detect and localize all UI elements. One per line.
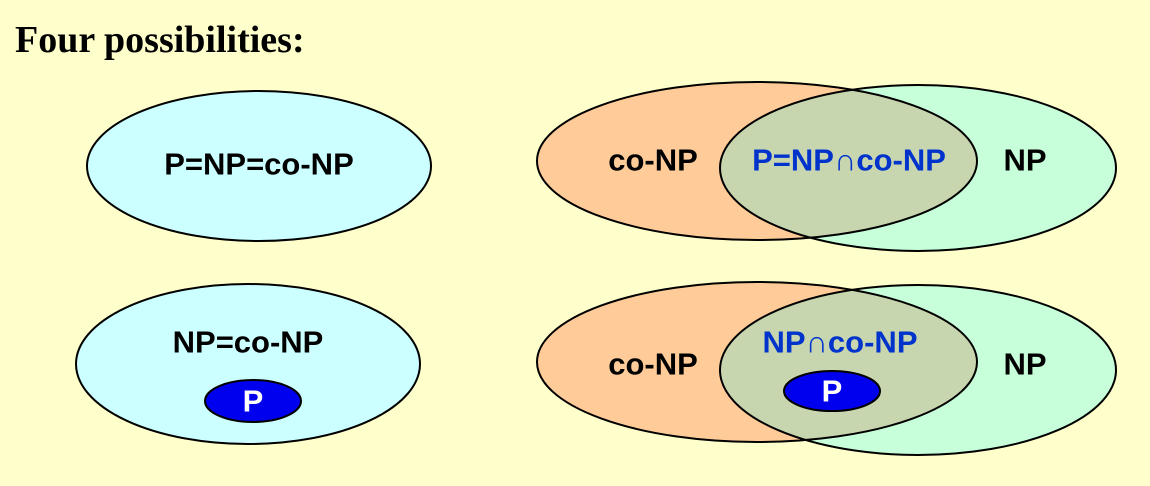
p-label: P: [822, 374, 843, 409]
intersection-label: NP∩co-NP: [762, 325, 917, 360]
panel-p-equals-intersection: co-NP P=NP∩co-NP NP: [536, 81, 1117, 252]
np-label: NP: [1003, 347, 1046, 382]
intersection-region: [720, 85, 977, 240]
set-label: NP=co-NP: [173, 325, 324, 360]
intersection-label: P=NP∩co-NP: [752, 143, 946, 178]
p-ellipse: [204, 379, 302, 423]
set-ellipse: [86, 90, 432, 242]
set-ellipse: [75, 283, 421, 445]
slide-title: Four possibilities:: [15, 19, 305, 61]
panel-np-equals-conp: NP=co-NP P: [75, 283, 421, 445]
p-label: P: [243, 384, 264, 419]
conp-label: co-NP: [608, 347, 698, 382]
panel-p-inside-intersection: co-NP NP∩co-NP NP P: [536, 281, 1117, 456]
panel-p-equals-np-equals-conp: P=NP=co-NP: [86, 90, 432, 242]
p-ellipse: [783, 370, 881, 412]
set-label: P=NP=co-NP: [164, 147, 354, 182]
np-label: NP: [1003, 143, 1046, 178]
conp-label: co-NP: [608, 143, 698, 178]
